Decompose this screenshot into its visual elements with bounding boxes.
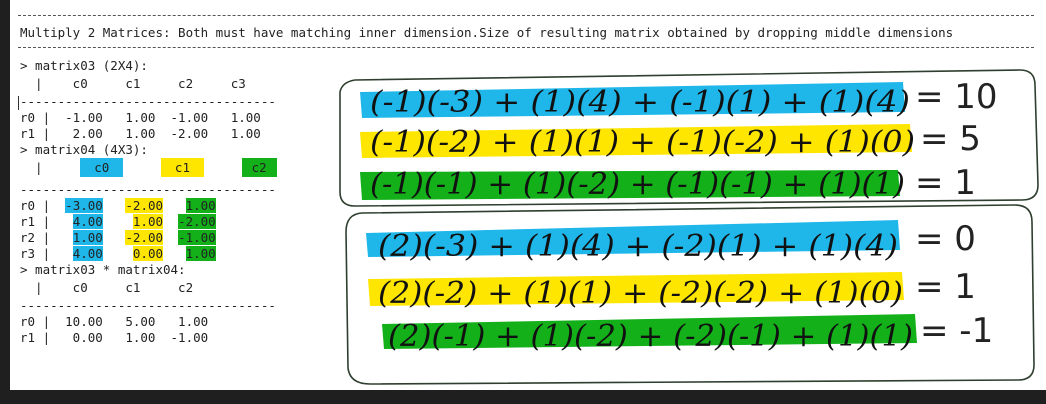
annotation-box-2: [345, 204, 1035, 385]
matrix04-col-c2: c2: [241, 158, 277, 177]
annotation-box-1: [339, 69, 1039, 207]
handwritten-expression: (2)(-1) + (1)(-2) + (-2)(-1) + (1)(1): [388, 319, 913, 354]
handwritten-result: = 10: [915, 77, 998, 117]
handwritten-result: = 5: [920, 119, 981, 159]
handwritten-expression: (-1)(-1) + (1)(-2) + (-1)(-1) + (1)(1): [370, 167, 905, 202]
matrix04-col-c0: c0: [80, 158, 124, 177]
matrix03-row: r1 | 2.00 1.00 -2.00 1.00: [20, 126, 261, 141]
matrix04-col-header: | c0 c1 c2: [20, 158, 277, 177]
matrix03-row: r0 | -1.00 1.00 -1.00 1.00: [20, 110, 261, 125]
product-title: > matrix03 * matrix04:: [20, 262, 186, 277]
highlight-bar-yellow: [368, 272, 904, 306]
handwritten-result: = 0: [915, 219, 976, 259]
separator-line: [18, 47, 1034, 48]
matrix03-col-header: | c0 c1 c2 c3: [20, 76, 246, 91]
handwritten-annotations: (-1)(-3) + (1)(4) + (-1)(1) + (1)(4) = 1…: [339, 69, 1039, 385]
handwritten-result: = -1: [920, 311, 993, 351]
header-text: Multiply 2 Matrices: Both must have matc…: [20, 25, 954, 40]
matrix03-title: > matrix03 (2X4):: [20, 58, 148, 73]
matrix04-separator: ----------------------------------: [20, 182, 276, 197]
highlight-bar-green: [360, 170, 900, 200]
separator-line: [18, 15, 1034, 16]
console-window: Multiply 2 Matrices: Both must have matc…: [10, 0, 1046, 390]
handwritten-expression: (-1)(-3) + (1)(4) + (-1)(1) + (1)(4): [370, 85, 910, 120]
product-row: r1 | 0.00 1.00 -1.00: [20, 330, 209, 345]
handwritten-result: = 1: [915, 267, 976, 307]
handwritten-expression: (2)(-3) + (1)(4) + (-2)(1) + (1)(4): [378, 229, 898, 264]
matrix04-title: > matrix04 (4X3):: [20, 142, 148, 157]
product-separator: ----------------------------------: [20, 298, 276, 313]
matrix04-row: r3 | 4.00 0.00 1.00: [20, 246, 216, 261]
product-col-header: | c0 c1 c2: [20, 280, 194, 295]
handwritten-expression: (-1)(-2) + (1)(1) + (-1)(-2) + (1)(0): [370, 125, 915, 160]
highlight-bar-blue: [360, 82, 905, 118]
handwritten-result: = 1: [915, 163, 976, 203]
handwritten-expression: (2)(-2) + (1)(1) + (-2)(-2) + (1)(0): [378, 276, 903, 311]
text-cursor-icon: [18, 96, 27, 110]
matrix04-row: r1 | 4.00 1.00 -2.00: [20, 214, 216, 229]
matrix03-separator: ----------------------------------: [20, 94, 276, 109]
highlight-bar-green: [382, 314, 917, 349]
product-row: r0 | 10.00 5.00 1.00: [20, 314, 209, 329]
matrix04-row: r0 | -3.00 -2.00 1.00: [20, 198, 216, 213]
highlight-bar-yellow: [360, 124, 912, 158]
matrix04-row: r2 | 1.00 -2.00 -1.00: [20, 230, 216, 245]
matrix04-col-c1: c1: [160, 158, 204, 177]
highlight-bar-blue: [366, 220, 900, 257]
